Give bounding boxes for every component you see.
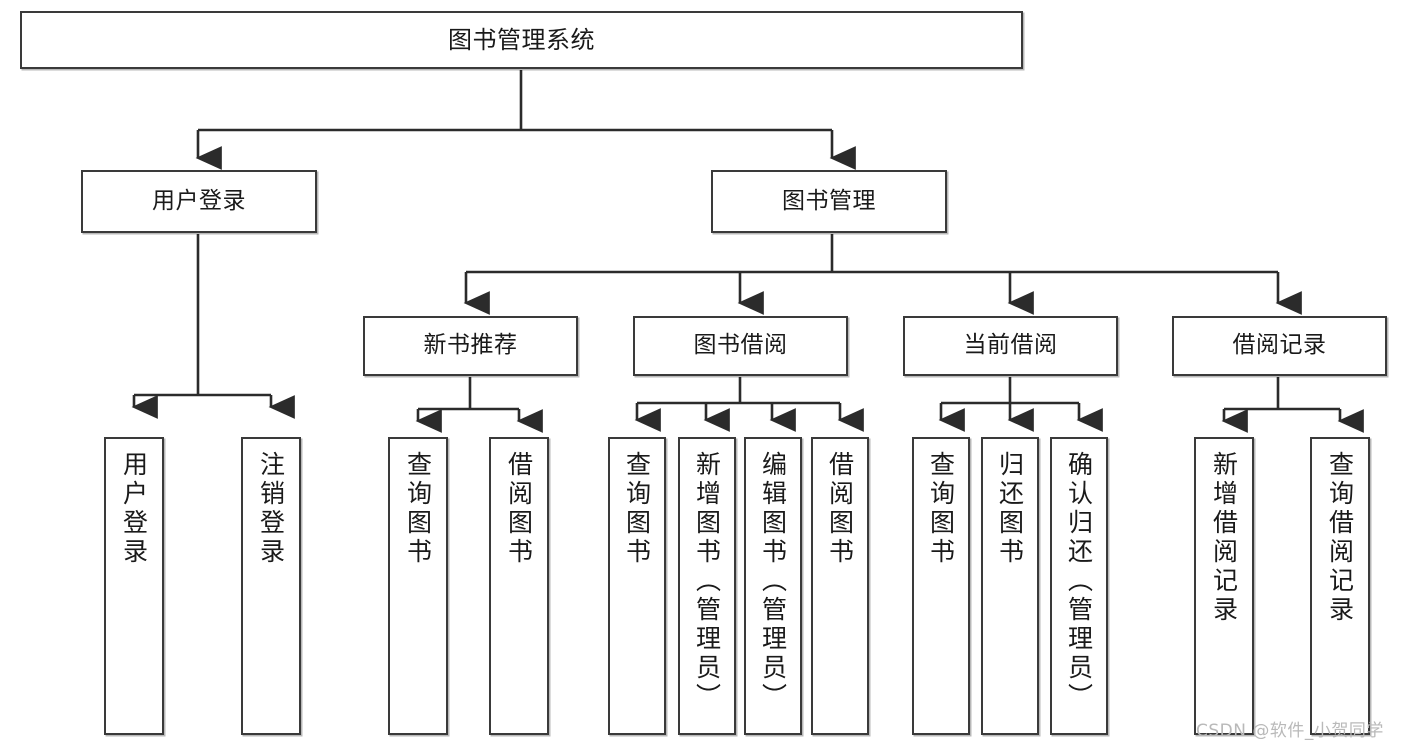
leaf-add-book-admin-label: 新增图书（管理员） bbox=[692, 451, 722, 712]
leaf-query-book-recommend-label: 查询图书 bbox=[403, 451, 433, 567]
node-root-library-system[interactable]: 图书管理系统 bbox=[20, 11, 1023, 69]
leaf-borrow-book-recommend[interactable]: 借阅图书 bbox=[489, 437, 549, 735]
leaf-confirm-return-admin[interactable]: 确认归还（管理员） bbox=[1050, 437, 1108, 735]
leaf-add-borrow-record-label: 新增借阅记录 bbox=[1209, 451, 1239, 625]
leaf-logout-label: 注销登录 bbox=[256, 451, 286, 567]
node-book-borrow-label: 图书借阅 bbox=[693, 332, 788, 359]
node-new-book-recommend-label: 新书推荐 bbox=[423, 332, 518, 359]
leaf-user-login[interactable]: 用户登录 bbox=[104, 437, 164, 735]
leaf-logout[interactable]: 注销登录 bbox=[241, 437, 301, 735]
leaf-user-login-label: 用户登录 bbox=[119, 451, 149, 567]
leaf-query-borrow-record-label: 查询借阅记录 bbox=[1325, 451, 1355, 625]
node-current-borrow-label: 当前借阅 bbox=[963, 332, 1058, 359]
node-current-borrow[interactable]: 当前借阅 bbox=[903, 316, 1118, 376]
node-user-login-label: 用户登录 bbox=[152, 187, 246, 214]
leaf-edit-book-admin-label: 编辑图书（管理员） bbox=[758, 451, 788, 712]
node-new-book-recommend[interactable]: 新书推荐 bbox=[363, 316, 578, 376]
leaf-borrow-book[interactable]: 借阅图书 bbox=[811, 437, 869, 735]
leaf-query-book-current-label: 查询图书 bbox=[926, 451, 956, 567]
node-book-borrow[interactable]: 图书借阅 bbox=[633, 316, 848, 376]
node-book-management-label: 图书管理 bbox=[782, 187, 876, 214]
node-user-login[interactable]: 用户登录 bbox=[81, 170, 317, 233]
leaf-add-borrow-record[interactable]: 新增借阅记录 bbox=[1194, 437, 1254, 735]
csdn-watermark: CSDN @软件_小贺同学 bbox=[1196, 721, 1384, 741]
leaf-query-book-borrow[interactable]: 查询图书 bbox=[608, 437, 666, 735]
leaf-return-book-label: 归还图书 bbox=[995, 451, 1025, 567]
node-book-management[interactable]: 图书管理 bbox=[711, 170, 947, 233]
leaf-edit-book-admin[interactable]: 编辑图书（管理员） bbox=[744, 437, 802, 735]
leaf-query-book-current[interactable]: 查询图书 bbox=[912, 437, 970, 735]
leaf-query-book-borrow-label: 查询图书 bbox=[622, 451, 652, 567]
leaf-query-borrow-record[interactable]: 查询借阅记录 bbox=[1310, 437, 1370, 735]
node-borrow-record-label: 借阅记录 bbox=[1232, 332, 1327, 359]
leaf-confirm-return-admin-label: 确认归还（管理员） bbox=[1064, 451, 1094, 712]
leaf-add-book-admin[interactable]: 新增图书（管理员） bbox=[678, 437, 736, 735]
leaf-borrow-book-label: 借阅图书 bbox=[825, 451, 855, 567]
node-borrow-record[interactable]: 借阅记录 bbox=[1172, 316, 1387, 376]
node-root-label: 图书管理系统 bbox=[448, 25, 595, 54]
leaf-borrow-book-recommend-label: 借阅图书 bbox=[504, 451, 534, 567]
leaf-return-book[interactable]: 归还图书 bbox=[981, 437, 1039, 735]
leaf-query-book-recommend[interactable]: 查询图书 bbox=[388, 437, 448, 735]
